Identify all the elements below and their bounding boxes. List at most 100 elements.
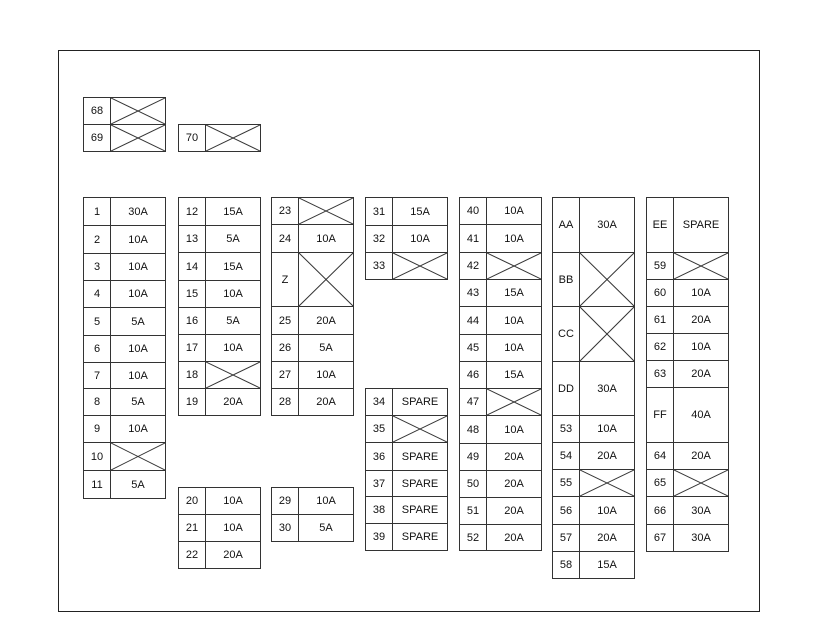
fuse-43-rating: 15A xyxy=(486,279,542,307)
fuse-5-rating: 5A xyxy=(110,307,166,336)
fuse-ff-rating: 40A xyxy=(673,387,729,443)
fuse-29-rating: 10A xyxy=(298,487,354,515)
fuse-48-rating: 10A xyxy=(486,415,542,444)
fuse-dd-rating: 30A xyxy=(579,361,635,416)
fuse-dd-label: DD xyxy=(552,361,580,416)
fuse-51-rating: 20A xyxy=(486,497,542,525)
fuse-65-empty-slot xyxy=(673,469,729,497)
fuse-6-rating: 10A xyxy=(110,335,166,363)
empty-slot-cross-icon xyxy=(580,253,634,306)
fuse-32-rating: 10A xyxy=(392,225,448,253)
fuse-36-rating: SPARE xyxy=(392,442,448,471)
fuse-39-label: 39 xyxy=(365,523,393,551)
fuse-62-rating: 10A xyxy=(673,333,729,361)
fuse-20-rating: 10A xyxy=(205,487,261,515)
fuse-46-rating: 15A xyxy=(486,361,542,389)
empty-slot-cross-icon xyxy=(206,362,260,388)
fuse-6-label: 6 xyxy=(83,335,111,363)
fuse-60-rating: 10A xyxy=(673,279,729,307)
fuse-z-label: Z xyxy=(271,252,299,307)
fuse-3-label: 3 xyxy=(83,253,111,281)
fuse-53-rating: 10A xyxy=(579,415,635,443)
fuse-27-label: 27 xyxy=(271,361,299,389)
fuse-44-label: 44 xyxy=(459,306,487,335)
fuse-30-rating: 5A xyxy=(298,514,354,542)
empty-slot-cross-icon xyxy=(111,98,165,124)
fuse-34-label: 34 xyxy=(365,388,393,416)
fuse-ee-label: EE xyxy=(646,197,674,253)
fuse-48-label: 48 xyxy=(459,415,487,444)
empty-slot-cross-icon xyxy=(487,253,541,279)
fuse-29-label: 29 xyxy=(271,487,299,515)
fuse-30-label: 30 xyxy=(271,514,299,542)
fuse-13-rating: 5A xyxy=(205,225,261,253)
fuse-70-empty-slot xyxy=(205,124,261,152)
fuse-9-label: 9 xyxy=(83,415,111,443)
fuse-57-rating: 20A xyxy=(579,524,635,552)
fuse-ff-label: FF xyxy=(646,387,674,443)
fuse-2-rating: 10A xyxy=(110,225,166,254)
fuse-68-label: 68 xyxy=(83,97,111,125)
fuse-35-label: 35 xyxy=(365,415,393,443)
fuse-49-label: 49 xyxy=(459,443,487,471)
fuse-aa-rating: 30A xyxy=(579,197,635,253)
empty-slot-cross-icon xyxy=(393,416,447,442)
fuse-44-rating: 10A xyxy=(486,306,542,335)
fuse-59-label: 59 xyxy=(646,252,674,280)
fuse-70-label: 70 xyxy=(178,124,206,152)
fuse-51-label: 51 xyxy=(459,497,487,525)
fuse-58-rating: 15A xyxy=(579,551,635,579)
fuse-24-label: 24 xyxy=(271,224,299,253)
fuse-box-outline xyxy=(58,50,760,612)
fuse-54-label: 54 xyxy=(552,442,580,470)
fuse-40-label: 40 xyxy=(459,197,487,225)
fuse-10-empty-slot xyxy=(110,442,166,471)
empty-slot-cross-icon xyxy=(299,253,353,306)
fuse-42-label: 42 xyxy=(459,252,487,280)
fuse-16-rating: 5A xyxy=(205,307,261,335)
fuse-17-label: 17 xyxy=(178,334,206,362)
empty-slot-cross-icon xyxy=(580,470,634,496)
empty-slot-cross-icon xyxy=(674,253,728,279)
fuse-18-label: 18 xyxy=(178,361,206,389)
empty-slot-cross-icon xyxy=(393,253,447,279)
fuse-50-label: 50 xyxy=(459,470,487,498)
empty-slot-cross-icon xyxy=(111,125,165,151)
fuse-14-label: 14 xyxy=(178,252,206,281)
fuse-64-label: 64 xyxy=(646,442,674,470)
empty-slot-cross-icon xyxy=(674,470,728,496)
fuse-1-rating: 30A xyxy=(110,197,166,226)
fuse-11-label: 11 xyxy=(83,470,111,499)
fuse-52-label: 52 xyxy=(459,524,487,551)
fuse-22-label: 22 xyxy=(178,541,206,569)
fuse-64-rating: 20A xyxy=(673,442,729,470)
fuse-3-rating: 10A xyxy=(110,253,166,281)
fuse-cc-empty-slot xyxy=(579,306,635,362)
fuse-12-rating: 15A xyxy=(205,197,261,226)
fuse-2-label: 2 xyxy=(83,225,111,254)
fuse-bb-empty-slot xyxy=(579,252,635,307)
fuse-61-rating: 20A xyxy=(673,306,729,334)
fuse-26-label: 26 xyxy=(271,334,299,362)
fuse-43-label: 43 xyxy=(459,279,487,307)
fuse-37-label: 37 xyxy=(365,470,393,497)
fuse-11-rating: 5A xyxy=(110,470,166,499)
fuse-60-label: 60 xyxy=(646,279,674,307)
fuse-57-label: 57 xyxy=(552,524,580,552)
fuse-42-empty-slot xyxy=(486,252,542,280)
fuse-38-rating: SPARE xyxy=(392,496,448,524)
fuse-4-rating: 10A xyxy=(110,280,166,308)
fuse-31-rating: 15A xyxy=(392,197,448,226)
fuse-25-label: 25 xyxy=(271,306,299,335)
fuse-31-label: 31 xyxy=(365,197,393,226)
fuse-34-rating: SPARE xyxy=(392,388,448,416)
fuse-24-rating: 10A xyxy=(298,224,354,253)
fuse-41-label: 41 xyxy=(459,224,487,253)
fuse-19-rating: 20A xyxy=(205,388,261,416)
fuse-58-label: 58 xyxy=(552,551,580,579)
fuse-38-label: 38 xyxy=(365,496,393,524)
fuse-9-rating: 10A xyxy=(110,415,166,443)
fuse-28-rating: 20A xyxy=(298,388,354,416)
fuse-47-empty-slot xyxy=(486,388,542,416)
fuse-65-label: 65 xyxy=(646,469,674,497)
